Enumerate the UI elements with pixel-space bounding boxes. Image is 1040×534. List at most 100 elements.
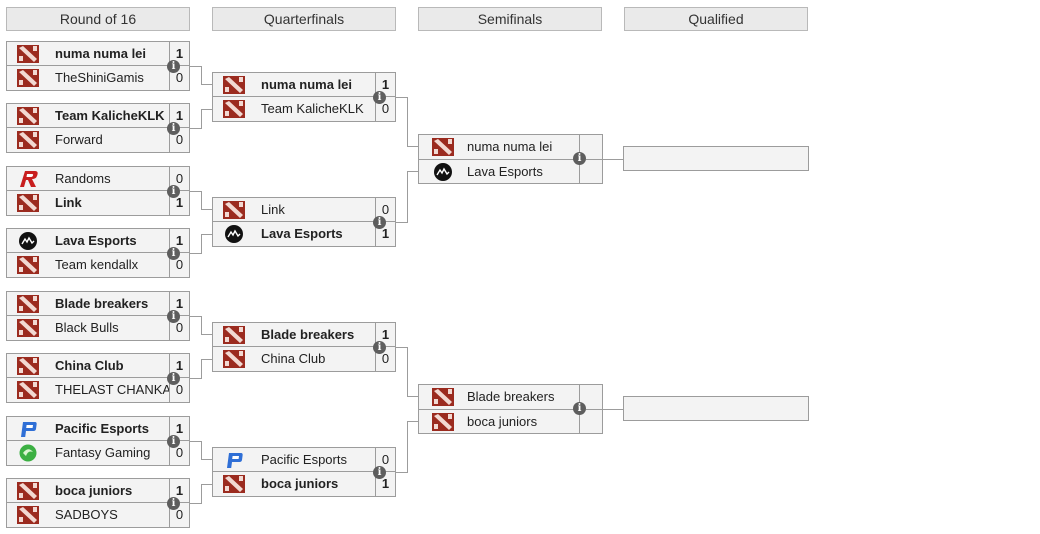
team-name: boca juniors bbox=[261, 476, 339, 491]
lava-logo-icon bbox=[432, 163, 454, 181]
bracket-connector-line bbox=[201, 441, 202, 460]
bracket-connector-line bbox=[201, 484, 202, 504]
bracket-connector-line bbox=[586, 409, 623, 410]
bracket-connector-line bbox=[201, 234, 212, 235]
match-info-icon[interactable]: i bbox=[167, 60, 180, 73]
team-name: numa numa lei bbox=[467, 139, 553, 154]
team-name: Black Bulls bbox=[55, 320, 119, 335]
team-name: China Club bbox=[261, 351, 326, 366]
match-info-icon[interactable]: i bbox=[167, 310, 180, 323]
team-row[interactable]: Blade breakers bbox=[419, 385, 579, 409]
bracket-connector-line bbox=[201, 359, 212, 360]
match-info-icon[interactable]: i bbox=[167, 122, 180, 135]
bracket-connector-line bbox=[407, 421, 408, 473]
match-info-icon[interactable]: i bbox=[167, 247, 180, 260]
team-score: 1 bbox=[169, 292, 189, 315]
team-score: 1 bbox=[169, 417, 189, 440]
team-name: Pacific Esports bbox=[55, 421, 149, 436]
row-divider bbox=[419, 409, 579, 410]
team-row[interactable]: Pacific Esports 1 bbox=[6, 416, 190, 441]
bracket-connector-line bbox=[201, 66, 202, 85]
team-score: 1 bbox=[169, 42, 189, 65]
dota-icon bbox=[432, 138, 454, 156]
bracket-connector-line bbox=[407, 171, 418, 172]
team-name: Fantasy Gaming bbox=[55, 445, 151, 460]
match-info-icon[interactable]: i bbox=[373, 341, 386, 354]
team-row[interactable]: numa numa lei 1 bbox=[6, 41, 190, 66]
team-row[interactable]: numa numa lei bbox=[419, 135, 579, 159]
team-name: Team KalicheKLK bbox=[261, 101, 364, 116]
team-row[interactable]: boca juniors bbox=[419, 410, 579, 434]
team-name: Team kendallx bbox=[55, 257, 139, 272]
dota-icon bbox=[223, 100, 245, 118]
team-name: Blade breakers bbox=[261, 327, 355, 342]
bracket-connector-line bbox=[201, 316, 202, 335]
qualified-slot[interactable] bbox=[623, 146, 809, 171]
header-round-of-16: Round of 16 bbox=[6, 7, 190, 31]
match-info-icon[interactable]: i bbox=[167, 185, 180, 198]
dota-icon bbox=[17, 381, 39, 399]
bracket-connector-line bbox=[407, 396, 418, 397]
bracket-connector-line bbox=[190, 441, 202, 442]
team-name: THELAST CHANKAS bbox=[55, 382, 180, 397]
match-info-icon[interactable]: i bbox=[573, 152, 586, 165]
match-info-icon[interactable]: i bbox=[167, 435, 180, 448]
dota-icon bbox=[223, 76, 245, 94]
match-info-icon[interactable]: i bbox=[373, 466, 386, 479]
dota-icon bbox=[17, 107, 39, 125]
match-info-icon[interactable]: i bbox=[573, 402, 586, 415]
semifinal-match-box: Blade breakers boca juniors bbox=[418, 384, 603, 434]
team-name: Link bbox=[261, 202, 285, 217]
match-info-icon[interactable]: i bbox=[167, 497, 180, 510]
match-info-icon[interactable]: i bbox=[373, 91, 386, 104]
dota-icon bbox=[17, 194, 39, 212]
bracket-connector-line bbox=[201, 234, 202, 254]
match-info-icon[interactable]: i bbox=[373, 216, 386, 229]
match-info-icon[interactable]: i bbox=[167, 372, 180, 385]
bracket-connector-line bbox=[190, 378, 202, 379]
team-name: numa numa lei bbox=[55, 46, 147, 61]
dota-icon bbox=[223, 475, 245, 493]
bracket-connector-line bbox=[396, 347, 408, 348]
team-name: Pacific Esports bbox=[261, 452, 347, 467]
qualified-slot[interactable] bbox=[623, 396, 809, 421]
team-row[interactable]: Lava Esports bbox=[419, 160, 579, 184]
bracket-connector-line bbox=[190, 503, 202, 504]
bracket-connector-line bbox=[201, 334, 212, 335]
dota-icon bbox=[17, 131, 39, 149]
bracket-connector-line bbox=[396, 97, 408, 98]
bracket-connector-line bbox=[407, 146, 418, 147]
dota-icon bbox=[223, 326, 245, 344]
bracket-connector-line bbox=[407, 347, 408, 397]
dota-icon bbox=[432, 388, 454, 406]
